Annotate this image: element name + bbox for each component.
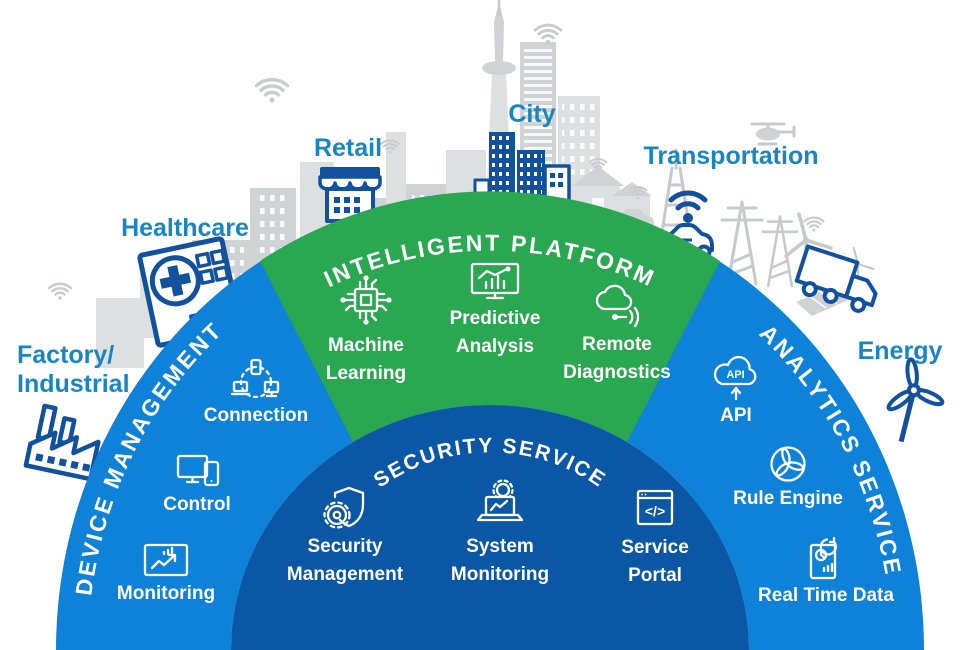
storefront-icon: [318, 167, 382, 223]
intelligent-platform-sector: [260, 191, 720, 442]
label-factory-line2: Industrial: [17, 370, 130, 398]
wifi-icon: [803, 216, 825, 233]
predictive-analysis-icon: [470, 262, 520, 300]
label-factory-line1: Factory/: [17, 341, 114, 369]
api-cloud-icon: API: [713, 355, 757, 401]
system-monitoring-icon: [476, 479, 524, 522]
rule-engine-label: Rule Engine: [733, 488, 843, 509]
control-label: Control: [163, 494, 231, 515]
device-management-items: Connection Control Monitoring: [117, 358, 309, 604]
real-time-data-icon: [809, 536, 837, 580]
label-city: City: [508, 100, 555, 128]
system-monitoring-label-1: System: [466, 536, 534, 557]
analytics-service-items: API API Rule Engine Real Time Data: [713, 355, 894, 606]
connection-icon: [230, 358, 280, 399]
remote-diagnostics-label-1: Remote: [582, 334, 652, 355]
pylon-icon-2: [761, 215, 799, 288]
helicopter-icon: [750, 122, 796, 146]
label-transportation: Transportation: [643, 142, 818, 170]
control-icon: [176, 454, 220, 487]
connection-label: Connection: [204, 405, 309, 426]
security-management-label-1: Security: [308, 536, 383, 557]
security-management-icon: [323, 486, 365, 529]
wifi-icon: [254, 77, 290, 105]
api-label: API: [720, 405, 752, 426]
security-management-label-2: Management: [287, 564, 404, 585]
intelligent-platform-items: Machine Learning Predictive Analysis Rem…: [326, 262, 671, 384]
security-service-items: Security Management System Monitoring </…: [287, 479, 689, 586]
real-time-data-label: Real Time Data: [758, 585, 894, 606]
wifi-icon: [47, 282, 73, 302]
city-buildings-icon: [473, 132, 571, 216]
api-cloud-text: API: [726, 369, 744, 381]
rule-engine-icon: [770, 446, 806, 482]
device-analytics-ring: [56, 192, 924, 650]
monitoring-icon: [143, 543, 189, 577]
wifi-icon: [533, 23, 563, 46]
remote-diagnostics-label-2: Diagnostics: [563, 362, 671, 383]
label-retail: Retail: [314, 134, 382, 162]
service-portal-icon: </>: [636, 489, 674, 526]
machine-learning-label-2: Learning: [326, 363, 406, 384]
label-energy: Energy: [858, 337, 943, 365]
truck-icon: [794, 244, 878, 313]
machine-learning-icon: [340, 275, 392, 325]
service-portal-label-2: Portal: [628, 565, 682, 586]
system-monitoring-label-2: Monitoring: [451, 564, 549, 585]
label-healthcare: Healthcare: [121, 214, 249, 242]
machine-learning-label-1: Machine: [328, 335, 404, 356]
wind-turbine-icon: [886, 357, 945, 443]
security-service-sector: [231, 405, 749, 650]
predictive-analysis-label-1: Predictive: [450, 308, 541, 329]
predictive-analysis-label-2: Analysis: [456, 336, 534, 357]
monitoring-label: Monitoring: [117, 583, 215, 604]
service-portal-code-glyph: </>: [645, 503, 665, 519]
industry-labels: Factory/ Industrial Healthcare Retail Ci…: [17, 100, 942, 398]
factory-icon: [23, 403, 101, 482]
service-portal-label-1: Service: [621, 537, 689, 558]
